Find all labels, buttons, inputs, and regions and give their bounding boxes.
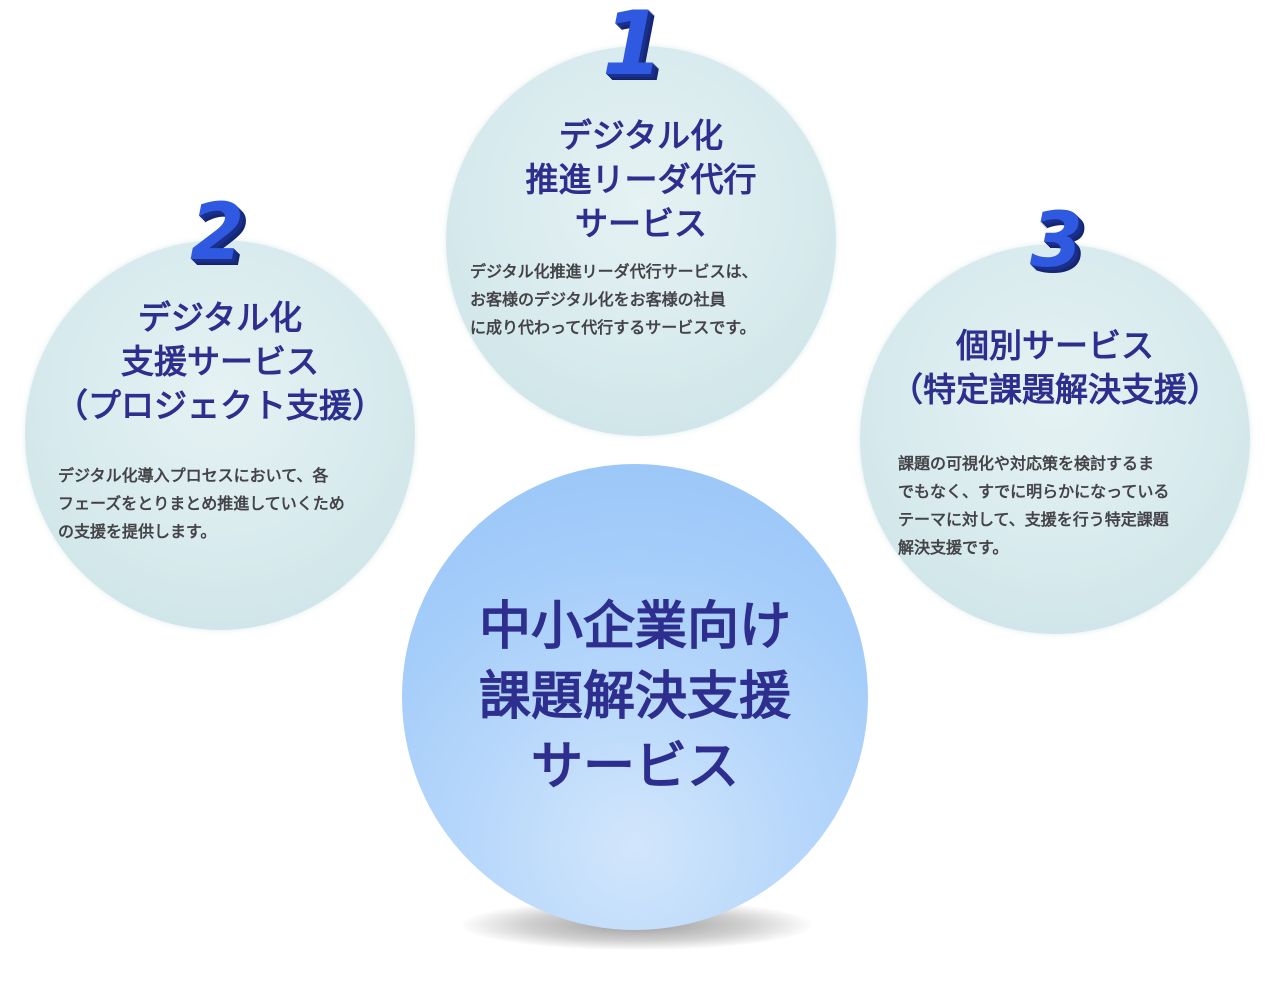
service-2-circle: デジタル化 支援サービス （プロジェクト支援） デジタル化導入プロセスにおいて、… (25, 240, 415, 630)
number-2-badge: 2 (190, 188, 245, 278)
service-3-title: 個別サービス （特定課題解決支援） (890, 326, 1220, 409)
service-1-circle: デジタル化 推進リーダ代行 サービス デジタル化推進リーダ代行サービスは、 お客… (446, 46, 836, 436)
number-1-badge: 1 (602, 0, 664, 95)
service-3-description: 課題の可視化や対応策を検討するま でもなく、すでに明らかになっている テーマに対… (898, 454, 1170, 557)
service-1-description: デジタル化推進リーダ代行サービスは、 お客様のデジタル化をお客様の社員 に成り代… (470, 262, 758, 337)
service-3-circle: 個別サービス （特定課題解決支援） 課題の可視化や対応策を検討するま でもなく、… (860, 244, 1250, 634)
main-circle: 中小企業向け 課題解決支援 サービス (402, 464, 868, 930)
service-2-title: デジタル化 支援サービス （プロジェクト支援） (55, 298, 385, 425)
main-title: 中小企業向け 課題解決支援 サービス (478, 597, 791, 797)
service-2-description: デジタル化導入プロセスにおいて、各 フェーズをとりまとめ推進していくため の支援… (58, 466, 345, 541)
number-3-badge: 3 (1030, 195, 1083, 284)
service-1-title: デジタル化 推進リーダ代行 サービス (525, 116, 757, 243)
